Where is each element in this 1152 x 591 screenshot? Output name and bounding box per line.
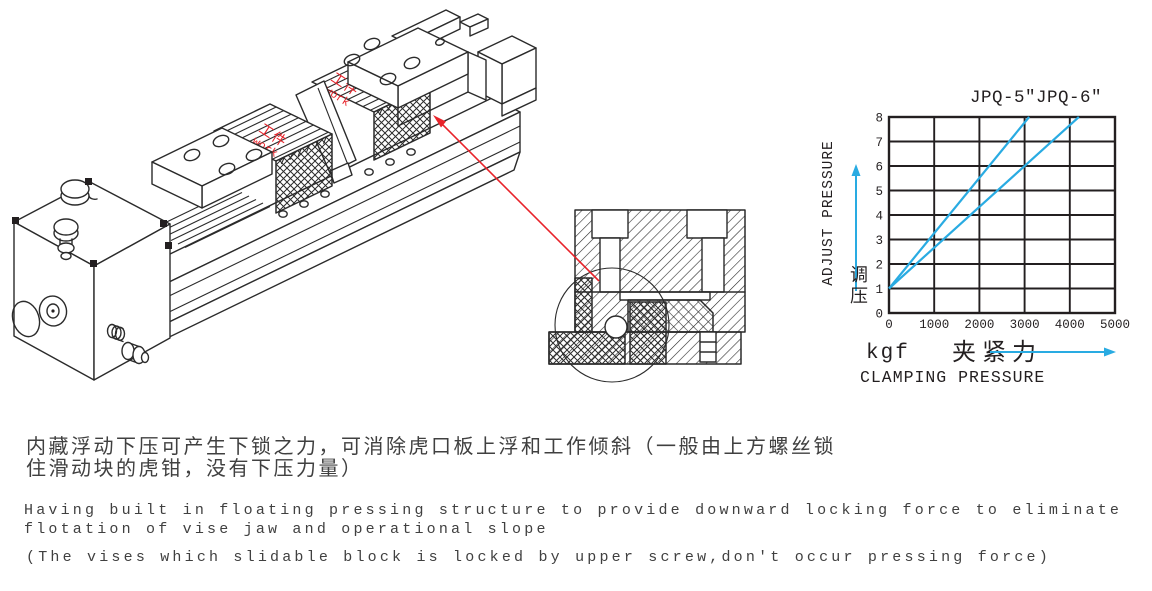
presser-ball: [604, 315, 628, 339]
description-cn: 内藏浮动下压可产生下锁之力，可消除虎口板上浮和工作倾斜（一般由上方螺丝锁 住滑动…: [26, 436, 836, 480]
description-cn-line-1: 内藏浮动下压可产生下锁之力，可消除虎口板上浮和工作倾斜（一般由上方螺丝锁: [26, 436, 836, 458]
rail-holes: [278, 148, 416, 218]
chart-x-ticks: 0 1000 2000 3000 4000 5000: [885, 318, 1130, 332]
chart-y-ticks: 0 1 2 3 4 5 6 7 8: [875, 112, 883, 322]
description-en-line-2: flotation of vise jaw and operational sl…: [24, 521, 549, 538]
chart-title: JPQ-5″JPQ-6″: [970, 88, 1102, 108]
bolt-shank-right: [701, 237, 725, 293]
clamp-arrow: [990, 347, 1116, 357]
svg-text:4: 4: [875, 210, 883, 224]
svg-text:6: 6: [875, 161, 883, 175]
detail-circle: [554, 267, 670, 383]
oil-port-oval: [11, 300, 41, 338]
svg-text:8: 8: [875, 112, 883, 126]
description-en-line-3: (The vises which slidable block is locke…: [26, 549, 1051, 566]
svg-text:3: 3: [875, 234, 883, 248]
pressure-chart: 0 1 2 3 4 5 6 7 8 0 1000 2000 3000 4000 5000 JPQ-5″JP…: [821, 88, 1130, 387]
description-cn-line-2: 住滑动块的虎钳，没有下压力量）: [26, 458, 364, 480]
adjust-arrow: [851, 164, 861, 291]
top-knob: [60, 179, 98, 206]
svg-text:5: 5: [875, 185, 883, 199]
bolt-head-left: [591, 209, 629, 239]
description-en-line-1: Having built in floating pressing struct…: [24, 502, 1123, 519]
svg-text:2000: 2000: [964, 318, 994, 332]
front-knob: [38, 295, 68, 327]
hydraulic-unit: [11, 178, 172, 381]
y-axis-label-cn: 调压: [850, 265, 868, 306]
x-axis-label-en: CLAMPING PRESSURE: [860, 368, 1045, 387]
jaw-plate-left: [151, 127, 273, 209]
chart-grid: [888, 116, 1116, 314]
svg-text:5000: 5000: [1100, 318, 1130, 332]
svg-text:7: 7: [875, 136, 883, 150]
svg-text:0: 0: [875, 308, 883, 322]
red-callout-arrow: [433, 115, 600, 282]
ladder-slot: [699, 331, 717, 363]
svg-text:1: 1: [875, 283, 883, 297]
chart-frame: [887, 115, 1117, 315]
x-axis-unit: kgf: [866, 342, 910, 365]
svg-text:3000: 3000: [1010, 318, 1040, 332]
svg-text:0: 0: [885, 318, 893, 332]
section-view: [548, 209, 746, 383]
side-fittings: [106, 323, 150, 365]
relief-knob: [53, 218, 79, 261]
vise-illustration: 工件 work: [11, 9, 537, 381]
svg-text:2: 2: [875, 259, 883, 273]
svg-text:1000: 1000: [919, 318, 949, 332]
slide-gap: [619, 291, 711, 301]
description-en: Having built in floating pressing struct…: [24, 501, 1122, 539]
svg-text:4000: 4000: [1055, 318, 1085, 332]
vise-rail: [103, 97, 521, 359]
y-axis-label-en: ADJUST PRESSURE: [821, 140, 837, 286]
bolt-head-right: [686, 209, 728, 239]
bolt-shank-left: [599, 237, 621, 293]
jaw-plate-right: [343, 27, 469, 109]
chart-series: [888, 116, 1080, 290]
